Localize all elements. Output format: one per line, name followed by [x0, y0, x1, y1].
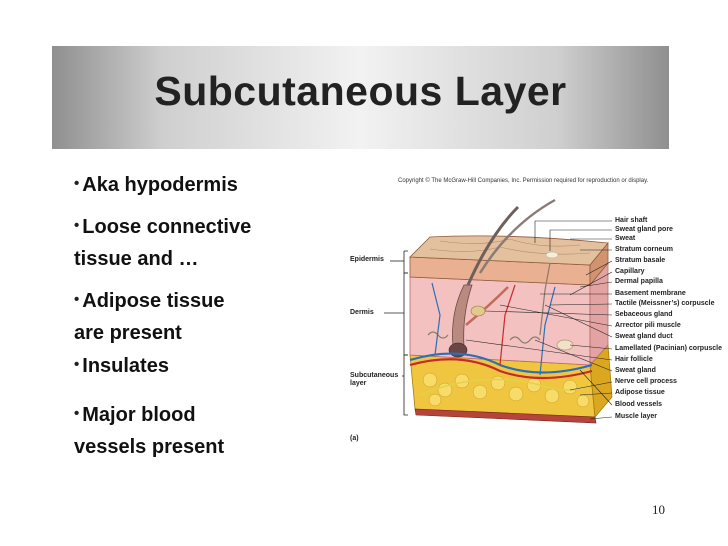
label-hair-follicle: Hair follicle [615, 356, 653, 363]
label-basement-membrane: Basement membrane [615, 290, 686, 297]
copyright-notice: Copyright © The McGraw-Hill Companies, I… [398, 178, 649, 184]
label-dermal-papilla: Dermal papilla [615, 278, 663, 285]
label-sweat-gland-pore: Sweat gland pore [615, 226, 673, 233]
label-sweat-gland: Sweat gland [615, 367, 656, 374]
title-banner: Subcutaneous Layer [52, 46, 669, 149]
sweat-drop [545, 251, 559, 259]
panel-label: (a) [350, 435, 359, 442]
arrector-pili [465, 286, 509, 326]
label-nerve-cell-process: Nerve cell process [615, 378, 677, 385]
label-dermis: Dermis [350, 309, 374, 316]
dermis-front [409, 276, 591, 366]
bullet-dot-icon: • [74, 217, 80, 234]
skin-illustration [384, 198, 613, 424]
bullet-dot-icon: • [74, 405, 80, 422]
page-number: 10 [652, 502, 665, 517]
label-subcutaneous-line2: layer [350, 380, 367, 387]
fat-cells [422, 372, 590, 408]
bullet-dot-icon: • [74, 175, 80, 192]
artery [409, 358, 593, 380]
bullet-dot-icon: • [74, 356, 80, 373]
label-tactile-corpuscle: Tactile (Meissner’s) corpuscle [615, 300, 715, 307]
label-subcutaneous-line1: Subcutaneous [350, 372, 399, 379]
bullet-adipose-tissue: •Adipose tissue are present [74, 290, 225, 344]
label-muscle-layer: Muscle layer [615, 413, 658, 420]
skin-cross-section-figure: Epidermis Dermis Subcutaneous layer (a) … [340, 195, 728, 455]
right-leader-lines [465, 220, 613, 420]
label-blood-vessels: Blood vessels [615, 401, 663, 408]
bullet-major-blood-vessels: •Major blood vessels present [74, 404, 225, 458]
label-lamellated-corpuscle: Lamellated (Pacinian) corpuscle [615, 345, 722, 352]
label-arrector-pili: Arrector pili muscle [615, 322, 681, 329]
label-adipose-tissue: Adipose tissue [615, 389, 665, 396]
sebaceous-gland [470, 305, 486, 317]
label-stratum-basale: Stratum basale [615, 257, 666, 264]
label-epidermis: Epidermis [350, 256, 384, 263]
bullet-insulates: •Insulates [74, 355, 169, 377]
muscle-layer [414, 408, 597, 424]
label-sweat: Sweat [615, 235, 636, 242]
label-sebaceous-gland: Sebaceous gland [615, 311, 673, 318]
label-capillary: Capillary [615, 268, 645, 275]
slide-title: Subcutaneous Layer [154, 68, 567, 114]
label-stratum-corneum: Stratum corneum [615, 246, 673, 253]
label-sweat-gland-duct: Sweat gland duct [615, 333, 673, 340]
bullet-dot-icon: • [74, 291, 80, 308]
bullet-loose-connective: •Loose connective tissue and … [74, 216, 252, 270]
nerve [419, 378, 591, 396]
hair-shaft-1 [466, 205, 520, 286]
left-leader-lines [384, 250, 408, 416]
bullet-aka-hypodermis: •Aka hypodermis [74, 174, 238, 196]
label-hair-shaft: Hair shaft [615, 217, 648, 224]
hair-shaft-2 [478, 198, 556, 274]
